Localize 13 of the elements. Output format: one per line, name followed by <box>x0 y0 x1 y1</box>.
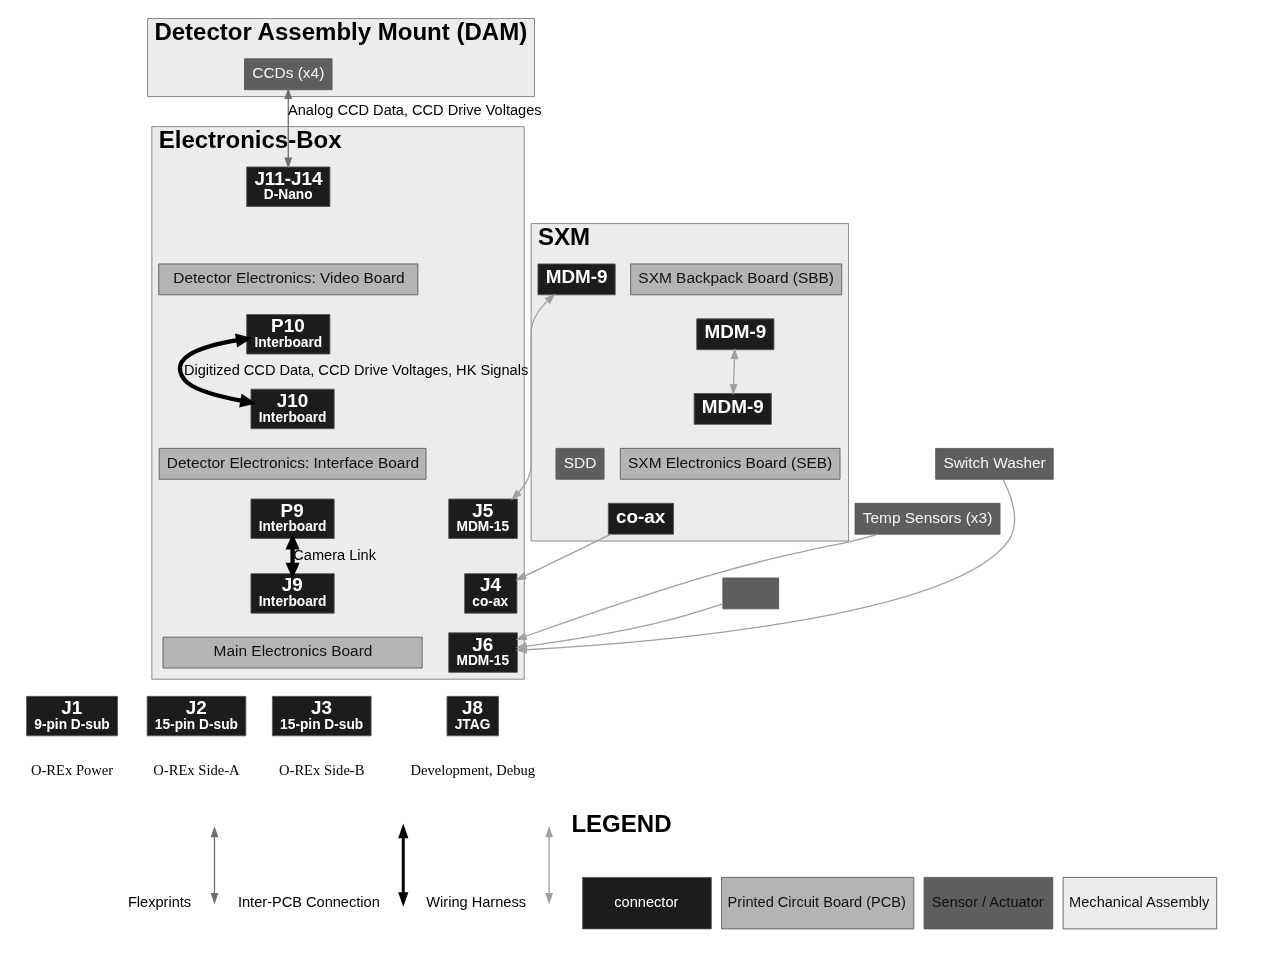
legend-label: Printed Circuit Board (PCB) <box>727 893 906 910</box>
edge-label: Analog CCD Data, CCD Drive Voltages <box>288 102 542 119</box>
legend-label: Inter-PCB Connection <box>237 893 380 910</box>
legend-label: Sensor / Actuator <box>931 893 1044 910</box>
legend-label: Flexprints <box>127 893 192 910</box>
node-label: O-REx Side-B <box>279 761 365 778</box>
node-label: O-REx Side-A <box>153 761 240 778</box>
label: LEGEND <box>571 810 672 838</box>
legend-label: Wiring Harness <box>426 893 527 910</box>
legend-label: Mechanical Assembly <box>1069 893 1210 910</box>
node-label: O-REx Power <box>30 761 114 778</box>
legend-label: connector <box>614 893 679 910</box>
node-label: Development, Debug <box>410 761 536 778</box>
